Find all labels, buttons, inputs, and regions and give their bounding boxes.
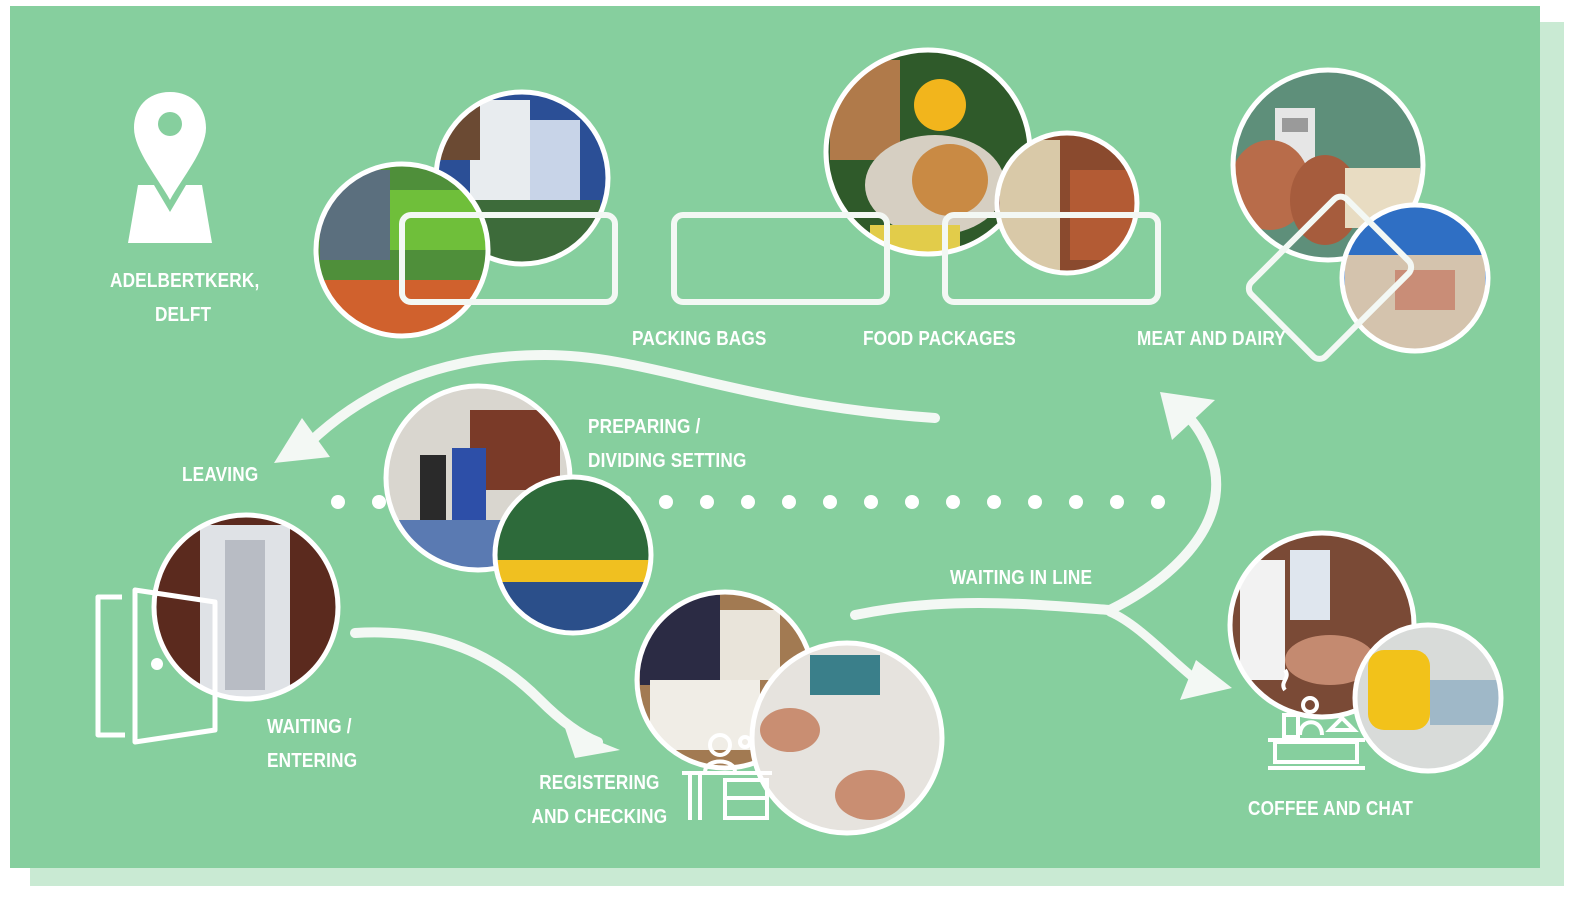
label-registering-line-1: REGISTERING xyxy=(539,772,660,794)
photo-coffee-2 xyxy=(1355,625,1501,771)
door-handle-icon xyxy=(151,658,163,670)
location-line-1: ADELBERTKERK, xyxy=(110,270,260,292)
label-preparing-line-1: PREPARING / xyxy=(588,416,701,438)
label-waiting-entering: WAITING / ENTERING xyxy=(267,710,357,778)
box-packing-bags xyxy=(399,212,618,305)
arrowhead-registering xyxy=(565,728,620,758)
location-label: ADELBERTKERK, DELFT xyxy=(110,264,260,332)
arrowhead-meat xyxy=(1160,392,1215,440)
arrow-to-leaving xyxy=(295,349,940,457)
desk-icon xyxy=(682,733,772,820)
label-preparing-line-2: DIVIDING SETTING xyxy=(588,450,747,472)
map-pin-icon xyxy=(128,92,212,243)
door-icon xyxy=(95,587,218,745)
arrow-to-registering xyxy=(350,627,603,747)
label-packing-bags: PACKING BAGS xyxy=(632,328,767,350)
box-food-right xyxy=(942,212,1161,305)
coffee-table-icon xyxy=(1268,668,1365,770)
label-registering-line-2: AND CHECKING xyxy=(531,806,668,828)
arrow-to-coffee xyxy=(1105,607,1205,688)
label-waiting-line-2: ENTERING xyxy=(267,750,358,772)
label-preparing: PREPARING / DIVIDING SETTING xyxy=(588,410,747,478)
label-registering: REGISTERING AND CHECKING xyxy=(522,766,677,834)
arrow-waiting-in-line xyxy=(850,405,1222,620)
box-meat-dairy xyxy=(1245,193,1415,362)
arrowhead-leaving xyxy=(274,418,330,463)
label-waiting-line-1: WAITING / xyxy=(267,716,352,738)
photo-registering-2 xyxy=(752,643,942,833)
arrowhead-coffee xyxy=(1180,660,1232,700)
location-line-2: DELFT xyxy=(154,304,212,326)
label-food-packages: FOOD PACKAGES xyxy=(863,328,1016,350)
label-meat-and-dairy: MEAT AND DAIRY xyxy=(1137,328,1286,350)
box-food-left xyxy=(671,212,890,305)
label-leaving: LEAVING xyxy=(182,464,259,486)
label-waiting-in-line: WAITING IN LINE xyxy=(950,567,1093,589)
label-coffee-and-chat: COFFEE AND CHAT xyxy=(1248,798,1414,820)
